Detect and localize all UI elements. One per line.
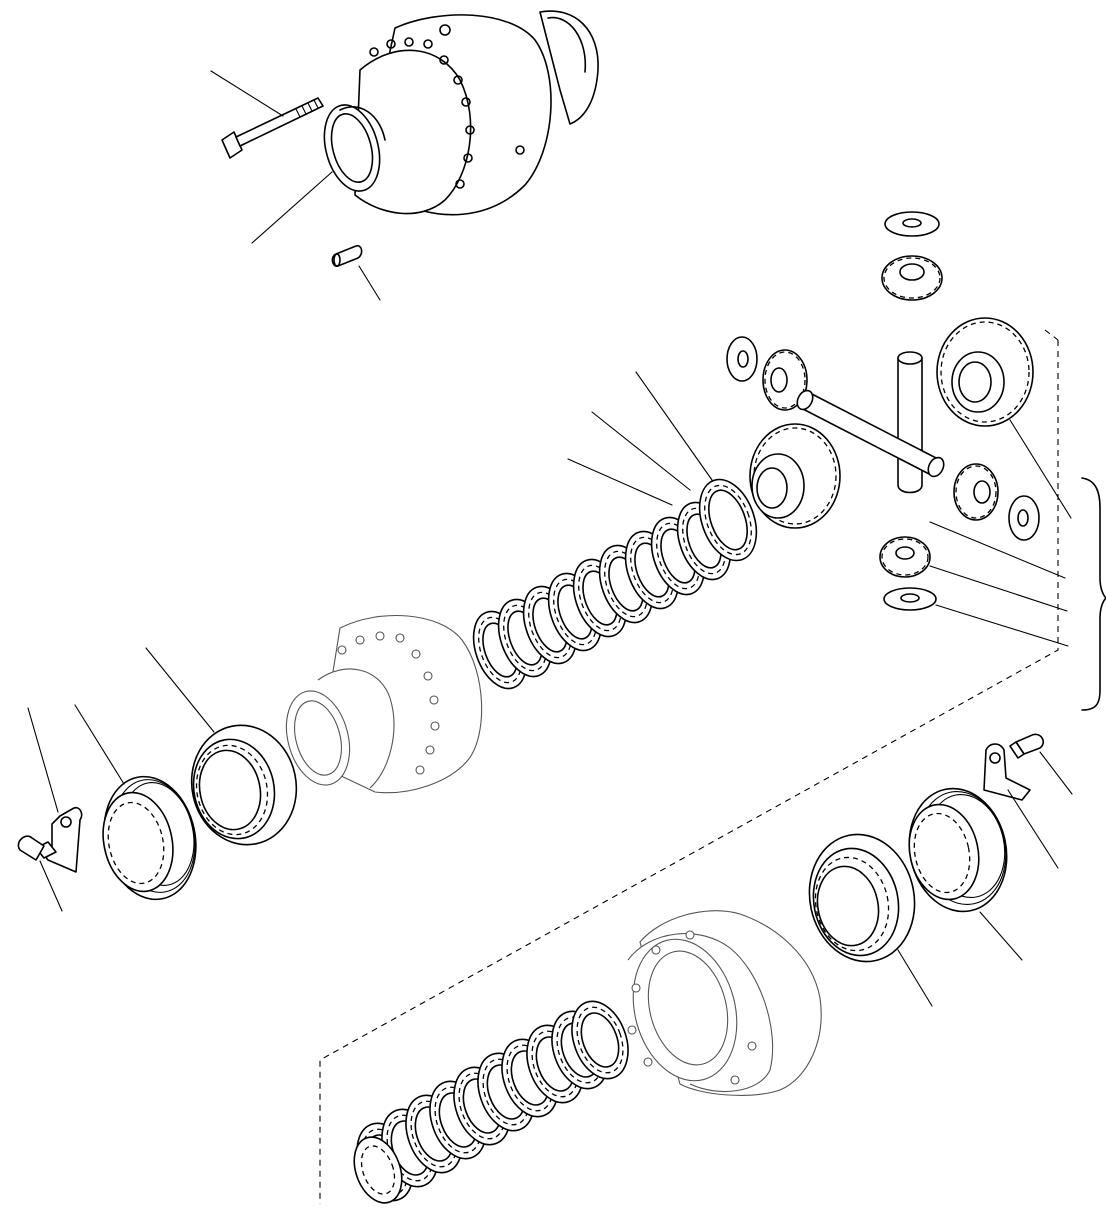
leader-adjuster-ring-left <box>74 704 125 785</box>
dowel-pin <box>331 244 363 267</box>
leader-pinion-gear <box>929 565 1068 612</box>
assembly-dashed-line <box>319 340 1059 1204</box>
leader-top-housing <box>251 171 333 244</box>
thrust-washer-right <box>1008 495 1040 541</box>
assembly-brace <box>1081 477 1106 711</box>
side-gear-right <box>936 317 1034 427</box>
cross-shaft-vertical <box>897 351 923 494</box>
thrust-washer-bottom <box>883 587 937 611</box>
leader-clutch-disc <box>567 458 673 506</box>
lock-screw-left <box>17 835 57 861</box>
clutch-ring <box>698 478 758 562</box>
pinion-gear-right <box>953 463 999 521</box>
lower-housing-bolt-holes <box>627 930 757 1085</box>
assembly-dashed-line-top <box>1044 329 1059 341</box>
clutch-ring <box>571 1000 629 1080</box>
top-housing <box>323 10 599 216</box>
thrust-washer-top <box>884 211 940 237</box>
leader-clutch-plate <box>591 411 691 491</box>
leader-clutch-ring <box>635 371 713 481</box>
bearing-right <box>808 833 916 963</box>
thrust-washer-left <box>726 336 758 382</box>
top-housing-bolt-holes <box>369 24 525 189</box>
side-gear-left <box>749 423 841 529</box>
lower-housing <box>627 910 822 1096</box>
adjuster-ring-right <box>908 787 1008 913</box>
adjuster-ring-left <box>102 775 197 901</box>
leader-lock-plate-right <box>1007 789 1059 869</box>
housing-bolt <box>221 97 324 159</box>
leader-lock-screw-left <box>39 860 63 912</box>
clutch-end-plate <box>353 1136 403 1204</box>
leader-cross-shaft <box>929 521 1066 579</box>
leader-dowel-pin <box>358 265 381 301</box>
middle-housing-bolt-holes <box>337 631 440 775</box>
leader-bearing-left <box>145 647 215 733</box>
bearing-left <box>190 724 298 846</box>
clutch-pack-lower <box>353 1000 629 1204</box>
cross-shaft-horizontal <box>796 389 945 478</box>
leader-lock-screw-right <box>1039 751 1073 795</box>
leader-thrust-washer <box>935 604 1069 647</box>
leader-bolt <box>210 70 284 117</box>
leader-lock-plate-left <box>27 707 59 813</box>
lock-plate-left <box>45 806 83 873</box>
clutch-pack-upper <box>472 478 758 690</box>
lock-plate-right <box>983 743 1031 801</box>
pinion-gear-left <box>762 349 808 411</box>
leader-adjuster-ring-right <box>979 911 1023 961</box>
pinion-gear-top <box>881 255 943 301</box>
pinion-gear-bottom <box>879 536 931 578</box>
middle-housing <box>285 614 483 794</box>
leader-side-gear <box>1009 419 1072 519</box>
leader-bearing-right <box>897 949 933 1007</box>
lock-screw-right <box>1009 733 1045 759</box>
